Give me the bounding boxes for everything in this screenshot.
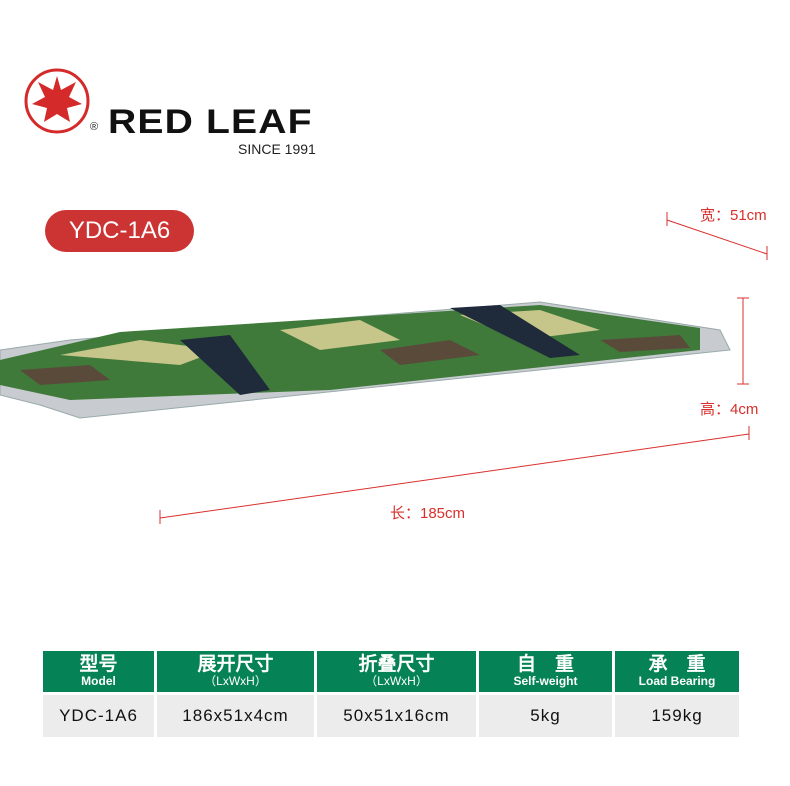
length-label: 长：185cm (390, 505, 466, 522)
registered-mark: ® (90, 121, 99, 133)
model-badge: YDC-1A6 (45, 210, 194, 252)
header-unfolded-size: 展开尺寸（LxWxH） (157, 651, 314, 692)
brand-since: SINCE 1991 (238, 141, 316, 157)
table-row: YDC-1A6 186x51x4cm 50x51x16cm 5kg 159kg (43, 695, 739, 737)
cell-folded-size: 50x51x16cm (317, 695, 476, 737)
cell-load-bearing: 159kg (615, 695, 739, 737)
red-leaf-logo-icon (24, 68, 90, 134)
width-label: 宽：51cm (700, 207, 767, 224)
cell-unfolded-size: 186x51x4cm (157, 695, 314, 737)
header-folded-size: 折叠尺寸（LxWxH） (317, 651, 476, 692)
cell-model: YDC-1A6 (43, 695, 154, 737)
brand-name: RED LEAF (108, 103, 313, 141)
stretcher-illustration (0, 212, 768, 524)
height-label: 高：4cm (700, 401, 759, 418)
cell-self-weight: 5kg (479, 695, 612, 737)
